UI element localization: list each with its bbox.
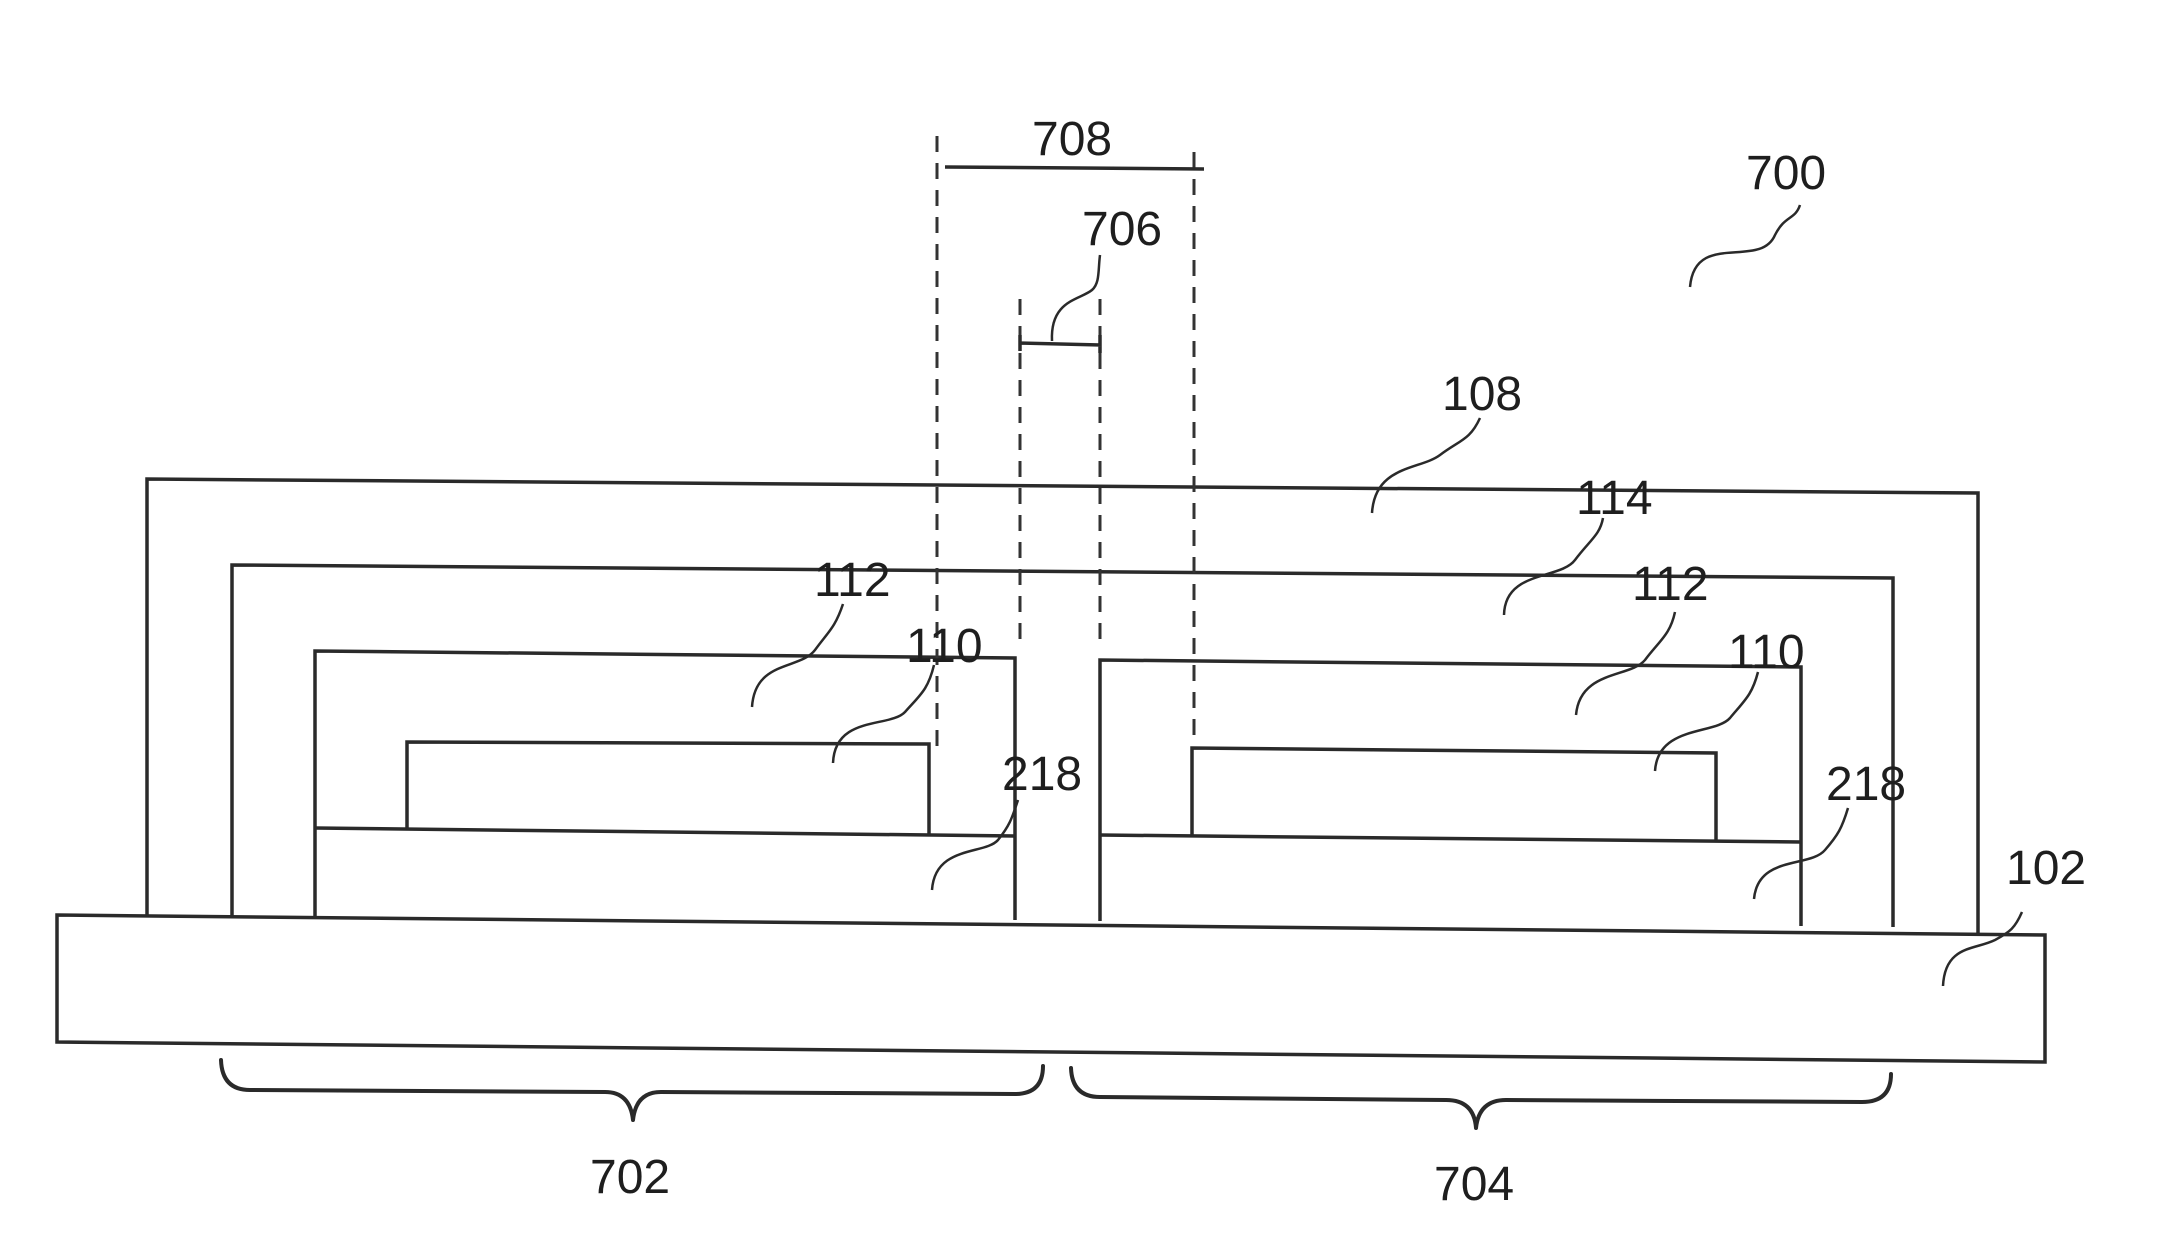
label-112-left: 112 — [814, 554, 891, 607]
leader-110-right — [1655, 672, 1758, 771]
label-110-right: 110 — [1728, 626, 1805, 679]
label-114: 114 — [1576, 472, 1653, 525]
label-702: 702 — [590, 1151, 670, 1204]
label-704: 704 — [1434, 1158, 1514, 1211]
label-218-left: 218 — [1002, 748, 1082, 801]
label-110-left: 110 — [906, 620, 983, 673]
substrate-102 — [57, 915, 2045, 1062]
layer-114 — [232, 565, 1893, 927]
layer-218-right — [1100, 835, 1801, 842]
leader-110-left — [833, 665, 934, 763]
leader-114 — [1504, 518, 1603, 615]
label-218-right: 218 — [1826, 758, 1906, 811]
brace-704 — [1071, 1068, 1891, 1128]
layer-110-left — [407, 742, 929, 834]
leader-700 — [1690, 205, 1800, 287]
dim-708-line — [945, 167, 1204, 169]
layer-218-left — [315, 828, 1015, 836]
label-108: 108 — [1442, 368, 1522, 421]
leader-706 — [1052, 255, 1100, 341]
leader-218-left — [932, 800, 1018, 890]
label-112-right: 112 — [1632, 558, 1709, 611]
label-706: 706 — [1082, 203, 1162, 256]
dim-706-line — [1020, 335, 1100, 353]
layer-110-right — [1192, 748, 1716, 840]
leader-102 — [1943, 912, 2022, 986]
brace-702 — [221, 1060, 1043, 1120]
label-708: 708 — [1032, 113, 1112, 166]
layer-112-left — [315, 651, 1015, 920]
layer-112-right — [1100, 660, 1801, 926]
label-102: 102 — [2006, 842, 2086, 895]
label-700: 700 — [1746, 147, 1826, 200]
layer-108 — [147, 479, 1978, 933]
leader-108 — [1372, 418, 1480, 513]
